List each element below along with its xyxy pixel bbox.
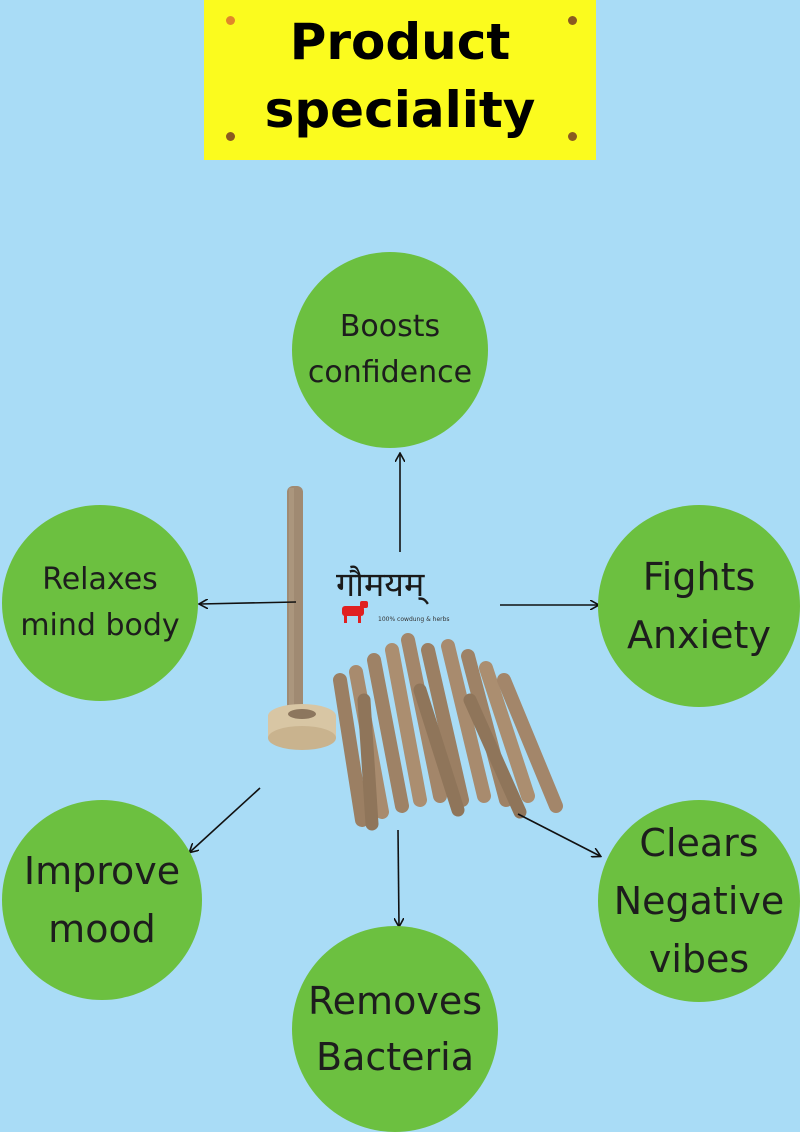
decorative-dot bbox=[226, 16, 235, 25]
benefit-clears-negative-vibes: Clears Negative vibes bbox=[598, 800, 800, 1002]
benefit-line: Negative bbox=[613, 879, 785, 923]
brand-tagline: 100% cowdung & herbs bbox=[378, 616, 450, 623]
decorative-dot bbox=[568, 16, 577, 25]
benefit-boosts-confidence: Boosts confidence bbox=[292, 252, 488, 448]
benefit-line: confidence bbox=[307, 355, 473, 390]
cow-icon bbox=[342, 601, 368, 623]
benefit-line: Improve bbox=[23, 849, 181, 893]
brand-logo: गौमयम् 100% cowdung & herbs bbox=[336, 560, 486, 630]
benefit-relaxes-mind-body: Relaxes mind body bbox=[2, 505, 198, 701]
arrow-to-relaxes bbox=[200, 602, 297, 604]
decorative-dot bbox=[226, 132, 235, 141]
decorative-dot bbox=[568, 132, 577, 141]
title-line-2: speciality bbox=[264, 81, 536, 139]
brand-name: गौमयम् bbox=[336, 565, 425, 605]
benefit-line: mind body bbox=[20, 608, 180, 643]
benefit-line: Relaxes bbox=[42, 562, 158, 597]
title-banner: Product speciality bbox=[204, 0, 596, 160]
benefit-line: Boosts bbox=[339, 309, 441, 344]
benefit-line: Anxiety bbox=[627, 613, 771, 657]
incense-sticks-bundle bbox=[333, 633, 563, 831]
benefit-line: vibes bbox=[648, 937, 750, 981]
arrow-to-mood bbox=[190, 787, 261, 852]
benefit-removes-bacteria: Removes Bacteria bbox=[292, 926, 498, 1132]
arrow-to-negative bbox=[517, 813, 600, 856]
benefit-line: Removes bbox=[307, 979, 482, 1023]
benefit-line: Bacteria bbox=[316, 1035, 474, 1079]
benefit-line: Fights bbox=[642, 555, 756, 599]
benefit-improve-mood: Improve mood bbox=[2, 800, 202, 1000]
title-line-1: Product bbox=[289, 13, 511, 71]
benefit-line: mood bbox=[48, 907, 156, 951]
incense-stick-with-holder bbox=[268, 486, 336, 750]
page-title: Product speciality bbox=[204, 8, 596, 144]
benefit-fights-anxiety: Fights Anxiety bbox=[598, 505, 800, 707]
arrow-to-bacteria bbox=[398, 829, 399, 926]
benefit-line: Clears bbox=[639, 821, 759, 865]
